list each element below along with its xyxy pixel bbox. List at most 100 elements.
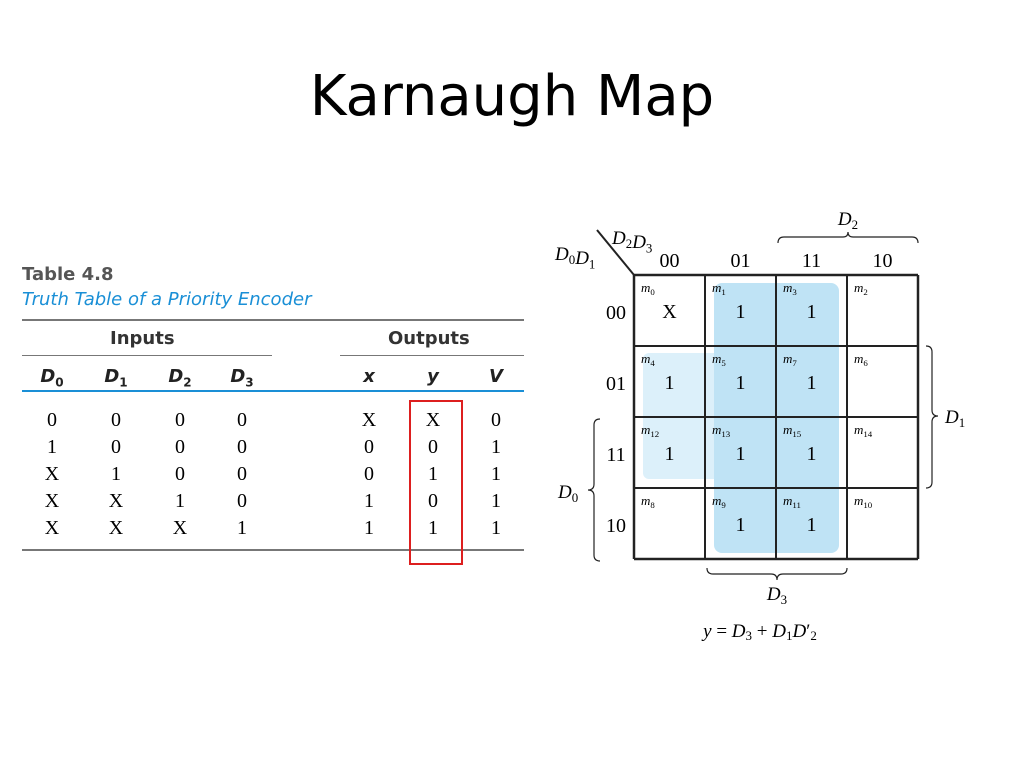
table-top-rule: [22, 319, 524, 321]
cell-r0-d3: 0: [237, 409, 247, 431]
col-header-00: 00: [660, 250, 680, 272]
table-title: Truth Table of a Priority Encoder: [22, 289, 312, 310]
column-header-x: x: [363, 366, 375, 387]
minterm-m9: m9: [712, 493, 726, 510]
cell-r2-d3: 0: [237, 463, 247, 485]
minterm-m12: m12: [641, 422, 659, 439]
brace-right-d1: [925, 345, 939, 489]
cell-r3-v: 1: [491, 490, 501, 512]
column-header-d0: D0: [40, 366, 64, 390]
col-header-10: 10: [873, 250, 893, 272]
inputs-group-label: Inputs: [110, 328, 175, 349]
minterm-m6: m6: [854, 351, 868, 368]
minterm-m3: m3: [783, 280, 797, 297]
brace-bottom-d3: [706, 567, 848, 581]
cell-value-m4: 1: [665, 372, 675, 394]
cell-r2-x: 0: [364, 463, 374, 485]
row-header-01: 01: [606, 373, 626, 395]
cell-r2-v: 1: [491, 463, 501, 485]
cell-r2-y: 1: [428, 463, 438, 485]
inputs-group-rule: [22, 355, 272, 356]
row-header-10: 10: [606, 515, 626, 537]
cell-r3-d3: 0: [237, 490, 247, 512]
minterm-m15: m15: [783, 422, 802, 439]
brace-label-d3: D3: [766, 584, 787, 607]
cell-r1-d0: 1: [47, 436, 57, 458]
outputs-group-rule: [340, 355, 524, 356]
cell-value-m9: 1: [736, 514, 746, 536]
col-var-label: D2D3: [611, 228, 652, 255]
cell-r0-x: X: [361, 409, 377, 431]
cell-r3-d1: X: [108, 490, 124, 512]
cell-r1-d3: 0: [237, 436, 247, 458]
cell-r0-d1: 0: [111, 409, 121, 431]
cell-r4-d1: X: [108, 517, 124, 539]
brace-label-d2: D2: [837, 209, 858, 232]
minterm-m4: m4: [641, 351, 655, 368]
brace-label-d0: D0: [557, 482, 578, 505]
minterm-m5: m5: [712, 351, 726, 368]
column-header-d3: D3: [230, 366, 254, 390]
minterm-m11: m11: [783, 493, 801, 510]
header-rule: [22, 390, 524, 392]
cell-value-m1: 1: [736, 301, 746, 323]
minterm-m13: m13: [712, 422, 731, 439]
cell-r2-d0: X: [44, 463, 60, 485]
slide-title: Karnaugh Map: [309, 64, 715, 129]
kmap-diagonal: [596, 229, 635, 276]
cell-r0-v: 0: [491, 409, 501, 431]
cell-r4-v: 1: [491, 517, 501, 539]
cell-r2-d2: 0: [175, 463, 185, 485]
cell-r4-x: 1: [364, 517, 374, 539]
cell-r3-d2: 1: [175, 490, 185, 512]
cell-r1-x: 0: [364, 436, 374, 458]
y-column-highlight: [409, 400, 463, 565]
equation: y = D3 + D1D′2: [701, 621, 817, 643]
cell-r0-y: X: [425, 409, 441, 431]
minterm-m1: m1: [712, 280, 726, 297]
cell-r3-d0: X: [44, 490, 60, 512]
minterm-m7: m7: [783, 351, 797, 368]
cell-r3-x: 1: [364, 490, 374, 512]
cell-r1-y: 0: [428, 436, 438, 458]
cell-value-m5: 1: [736, 372, 746, 394]
minterm-m0: m0: [641, 280, 655, 297]
minterm-m14: m14: [854, 422, 873, 439]
cell-r1-v: 1: [491, 436, 501, 458]
row-header-00: 00: [606, 302, 626, 324]
brace-label-d1: D1: [944, 407, 965, 430]
column-header-d2: D2: [168, 366, 192, 390]
cell-value-m15: 1: [807, 443, 817, 465]
cell-r3-y: 0: [428, 490, 438, 512]
column-header-v: V: [489, 366, 503, 387]
col-header-11: 11: [802, 250, 821, 272]
column-header-y: y: [427, 366, 439, 387]
cell-r4-d2: X: [172, 517, 188, 539]
cell-r1-d2: 0: [175, 436, 185, 458]
cell-r4-y: 1: [428, 517, 438, 539]
cell-r0-d2: 0: [175, 409, 185, 431]
cell-r4-d3: 1: [237, 517, 247, 539]
cell-value-m0: X: [662, 301, 677, 323]
cell-r2-d1: 1: [111, 463, 121, 485]
cell-value-m12: 1: [665, 443, 675, 465]
minterm-m10: m10: [854, 493, 873, 510]
brace-left-d0: [587, 418, 601, 562]
minterm-m2: m2: [854, 280, 868, 297]
col-header-01: 01: [731, 250, 751, 272]
cell-r0-d0: 0: [47, 409, 57, 431]
cell-value-m13: 1: [736, 443, 746, 465]
cell-value-m3: 1: [807, 301, 817, 323]
kmap-grid: [632, 273, 920, 561]
row-var-label: D0D1: [554, 244, 595, 271]
brace-top-d2: [777, 231, 919, 244]
column-header-d1: D1: [104, 366, 128, 390]
cell-r1-d1: 0: [111, 436, 121, 458]
cell-r4-d0: X: [44, 517, 60, 539]
outputs-group-label: Outputs: [388, 328, 470, 349]
cell-value-m7: 1: [807, 372, 817, 394]
row-header-11: 11: [606, 444, 625, 466]
minterm-m8: m8: [641, 493, 655, 510]
cell-value-m11: 1: [807, 514, 817, 536]
